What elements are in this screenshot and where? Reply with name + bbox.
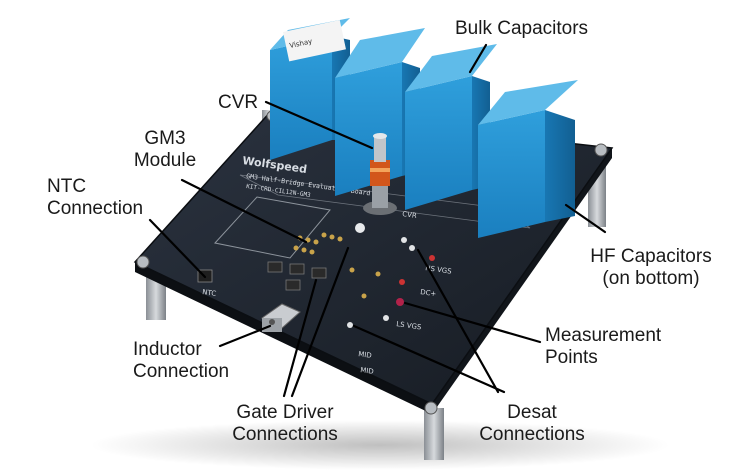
- leader-gate-driver-2: [290, 246, 350, 398]
- label-hf-line2: (on bottom): [602, 268, 700, 289]
- label-ntc-line1: NTC: [47, 176, 87, 197]
- ntc-silkscreen: NTC: [202, 288, 217, 298]
- leader-gate-driver-1: [282, 278, 318, 398]
- bulk-capacitor-4: [478, 80, 578, 238]
- inductor-terminal: [261, 303, 301, 332]
- leader-cvr: [264, 100, 374, 150]
- label-inductor-line2: Connection: [133, 361, 230, 382]
- label-desat-line1: Desat: [507, 402, 557, 423]
- gate-driver-connectors: [267, 261, 327, 291]
- hs-vgs-silkscreen: HS VGS: [425, 264, 453, 276]
- label-measurement-line2: Points: [545, 347, 598, 368]
- dc-plus-silkscreen: DC+: [420, 288, 437, 298]
- mid-silkscreen-1: MID: [358, 350, 372, 360]
- module-outline: [214, 196, 331, 259]
- label-measurement-points: Measurement Points: [545, 325, 661, 369]
- ls-vgs-silkscreen: LS VGS: [396, 320, 423, 332]
- leader-desat-2: [352, 324, 506, 394]
- leader-ntc: [148, 218, 207, 279]
- leader-desat-1: [416, 248, 500, 394]
- label-gate-driver-line2: Connections: [232, 424, 338, 445]
- label-bulk-capacitors: Bulk Capacitors: [455, 18, 589, 39]
- label-gm3-module-line2: Module: [133, 150, 197, 171]
- cvr-component: [363, 133, 397, 215]
- test-points: [347, 237, 435, 328]
- label-inductor-line1: Inductor: [133, 339, 202, 360]
- label-gm3-module-line1: GM3: [144, 128, 186, 149]
- callout-leaders: [148, 43, 607, 398]
- mounting-hole: [355, 223, 365, 233]
- capacitor-label: [283, 19, 346, 62]
- label-gm3-module: GM3 Module: [128, 128, 202, 172]
- bulk-capacitor-3: [405, 44, 497, 210]
- cvr-silkscreen: CVR: [402, 210, 418, 220]
- leader-inductor: [218, 324, 272, 348]
- label-hf-capacitors: HF Capacitors (on bottom): [580, 246, 722, 290]
- label-measurement-line1: Measurement: [545, 325, 662, 346]
- label-ntc-connection: NTC Connection: [47, 176, 143, 220]
- label-gate-driver-line1: Gate Driver: [236, 402, 334, 423]
- pcb-edge-front: [135, 262, 432, 414]
- leader-bulk-capacitors: [468, 43, 488, 74]
- floor-shadow: [90, 420, 670, 470]
- leader-measurement-points: [403, 301, 542, 344]
- label-desat-line2: Connections: [479, 424, 585, 445]
- leader-hf-capacitors: [564, 203, 607, 234]
- label-inductor-connection: Inductor Connection: [133, 339, 229, 383]
- mid-silkscreen-2: MID: [360, 366, 374, 376]
- label-ntc-line2: Connection: [47, 198, 144, 219]
- leader-gm3-module: [180, 178, 308, 244]
- label-hf-line1: HF Capacitors: [590, 246, 712, 267]
- label-gate-driver-connections: Gate Driver Connections: [218, 402, 352, 446]
- label-desat-connections: Desat Connections: [470, 402, 594, 446]
- label-cvr: CVR: [218, 92, 259, 113]
